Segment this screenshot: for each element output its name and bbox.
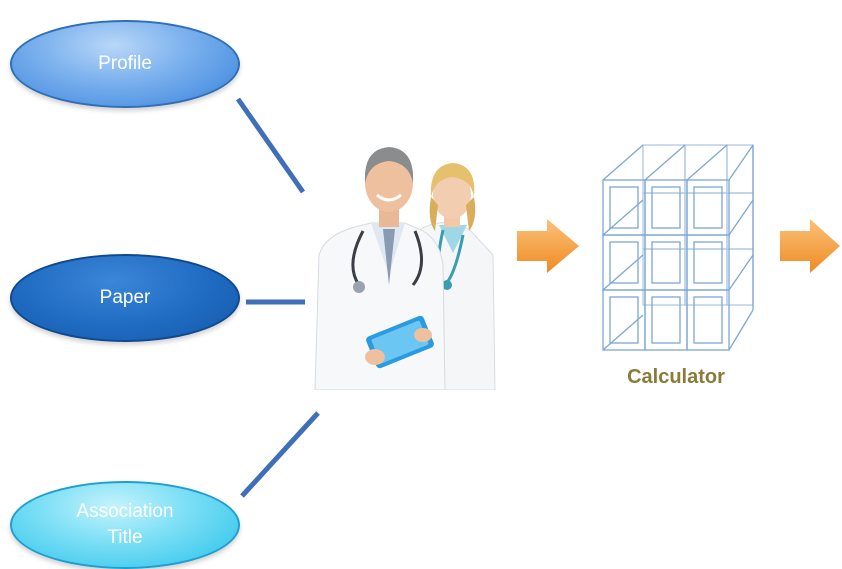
profile-node: Profile	[10, 20, 240, 108]
doctors-photo	[314, 147, 496, 390]
arrow-right-icon	[517, 219, 579, 273]
connector-profile	[235, 97, 306, 194]
association-title-label: Association Title	[76, 499, 173, 550]
paper-node: Paper	[10, 254, 240, 342]
male-doctor	[314, 147, 446, 390]
paper-label: Paper	[99, 287, 151, 309]
association-label-line1: Association	[76, 501, 174, 523]
profile-label: Profile	[98, 53, 152, 75]
cube-grid-icon	[602, 144, 754, 351]
association-title-node: Association Title	[10, 481, 240, 569]
calculator-label: Calculator	[627, 366, 725, 388]
connector-association	[240, 411, 320, 498]
association-label-line2: Title	[107, 527, 143, 548]
arrow-right-icon	[780, 219, 840, 273]
